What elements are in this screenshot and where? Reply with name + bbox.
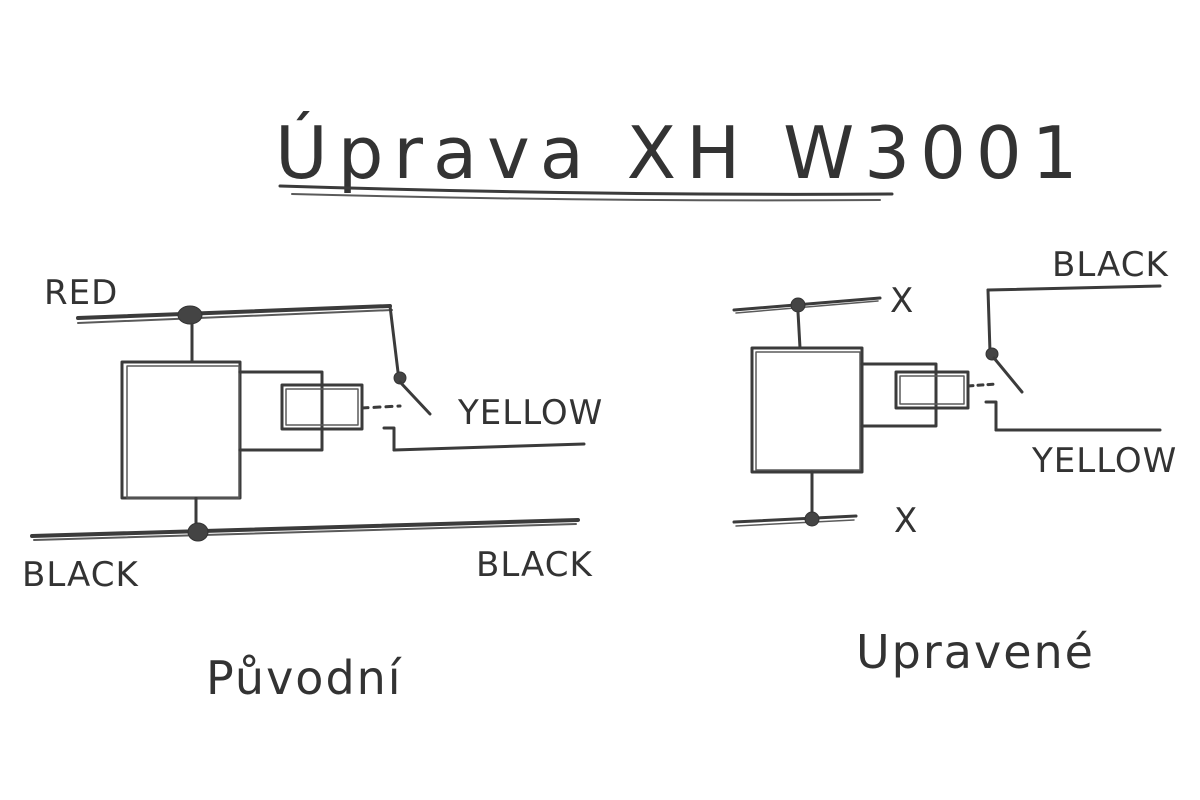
label-black-modified: BLACK [1052, 245, 1169, 285]
switch-pivot-modified [985, 347, 999, 361]
junction-node-bottom [187, 522, 209, 542]
caption-original: Původní [206, 651, 403, 705]
label-black-left: BLACK [22, 555, 139, 595]
original-diagram [30, 304, 586, 542]
cut-mark-bottom: X [894, 501, 917, 541]
modified-diagram [732, 284, 1162, 527]
caption-modified: Upravené [856, 625, 1095, 679]
title-underline [278, 184, 894, 202]
sketch-title: Úprava XH W3001 [275, 111, 1088, 195]
label-red: RED [44, 273, 118, 313]
cut-mark-top: X [890, 281, 913, 321]
label-yellow-modified: YELLOW [1031, 441, 1177, 481]
junction-node-bottom-modified [804, 511, 820, 527]
label-yellow-original: YELLOW [457, 393, 603, 433]
junction-node-top-modified [790, 297, 806, 313]
junction-node-top [177, 305, 203, 325]
label-black-right: BLACK [476, 545, 593, 585]
